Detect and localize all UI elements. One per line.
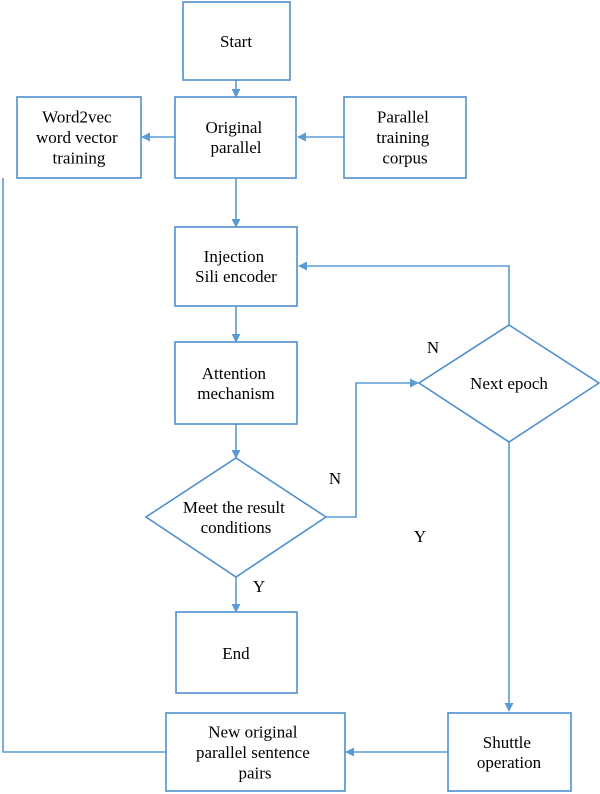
svg-text:Start: Start [220,32,252,51]
svg-text:Attention mechanism: Attention mechanism [197,364,274,403]
label-epoch-yes: Y [414,527,426,546]
corpus-node-line: corpus [382,148,427,167]
original-node-line: Original [206,118,263,137]
corpus-node-line: training [376,128,429,147]
end-node: End [175,611,298,694]
attention-node-line: Attention [202,364,267,383]
label-meet-yes: Y [253,577,265,596]
svg-text:Parallel training: Parallel training corpus [376,108,433,168]
label-meet-no: N [329,469,341,488]
svg-text:Original parallel: Original parallel [206,118,267,157]
shuttle-node-line: Shuttle [483,733,531,752]
label-epoch-no: N [427,338,439,357]
edge-epoch-no-to-injection [298,261,510,325]
next-epoch-decision: Next epoch [417,324,600,443]
new-pairs-node-line: parallel sentence [196,743,310,762]
attention-mechanism-node: Attention mechanism [174,341,298,425]
injection-node-line: Injection [204,247,265,266]
edge-new-pairs-to-word2vec [2,178,166,753]
word2vec-node-line: training [53,148,106,167]
start-node-line: Start [220,32,252,51]
next-epoch-line: Next epoch [470,374,548,393]
svg-text:Meet the result conditio: Meet the result conditions [183,498,289,537]
edge-meet-no-to-epoch [326,378,419,518]
svg-text:Next epoch: Next epoch [470,374,548,393]
edge-labels: N Y N Y [253,338,439,596]
attention-node-line: mechanism [197,384,274,403]
word2vec-node-line: Word2vec [42,108,112,127]
word2vec-node-line: word vector [36,128,118,147]
svg-text:Shuttle operation: Shuttle operation [477,733,542,772]
shuttle-operation-node: Shuttle operation [447,712,572,792]
start-node: Start [182,1,291,81]
new-pairs-node-line: pairs [238,763,271,782]
new-original-pairs-node: New original parallel sentence pairs [165,712,346,792]
svg-text:Word2vec word vector: Word2vec word vector training [36,108,122,168]
new-pairs-node-line: New original [208,723,298,742]
svg-text:End: End [222,644,250,663]
shuttle-node-line: operation [477,753,542,772]
parallel-training-corpus-node: Parallel training corpus [343,96,467,179]
svg-text:New original parallel se: New original parallel sentence pairs [196,723,314,783]
meet-result-line: Meet the result [183,498,285,517]
end-node-line: End [222,644,250,663]
injection-sili-encoder-node: Injection Sili encoder [174,226,298,307]
original-node-line: parallel [211,138,262,157]
meet-result-line: conditions [201,518,272,537]
meet-result-conditions-decision: Meet the result conditions [144,457,328,578]
word2vec-training-node: Word2vec word vector training [16,96,142,179]
injection-node-line: Sili encoder [195,267,277,286]
edges [2,80,514,757]
svg-text:Injection Sili encoder: Injection Sili encoder [195,247,277,286]
original-parallel-node: Original parallel [174,96,297,179]
corpus-node-line: Parallel [377,108,429,127]
